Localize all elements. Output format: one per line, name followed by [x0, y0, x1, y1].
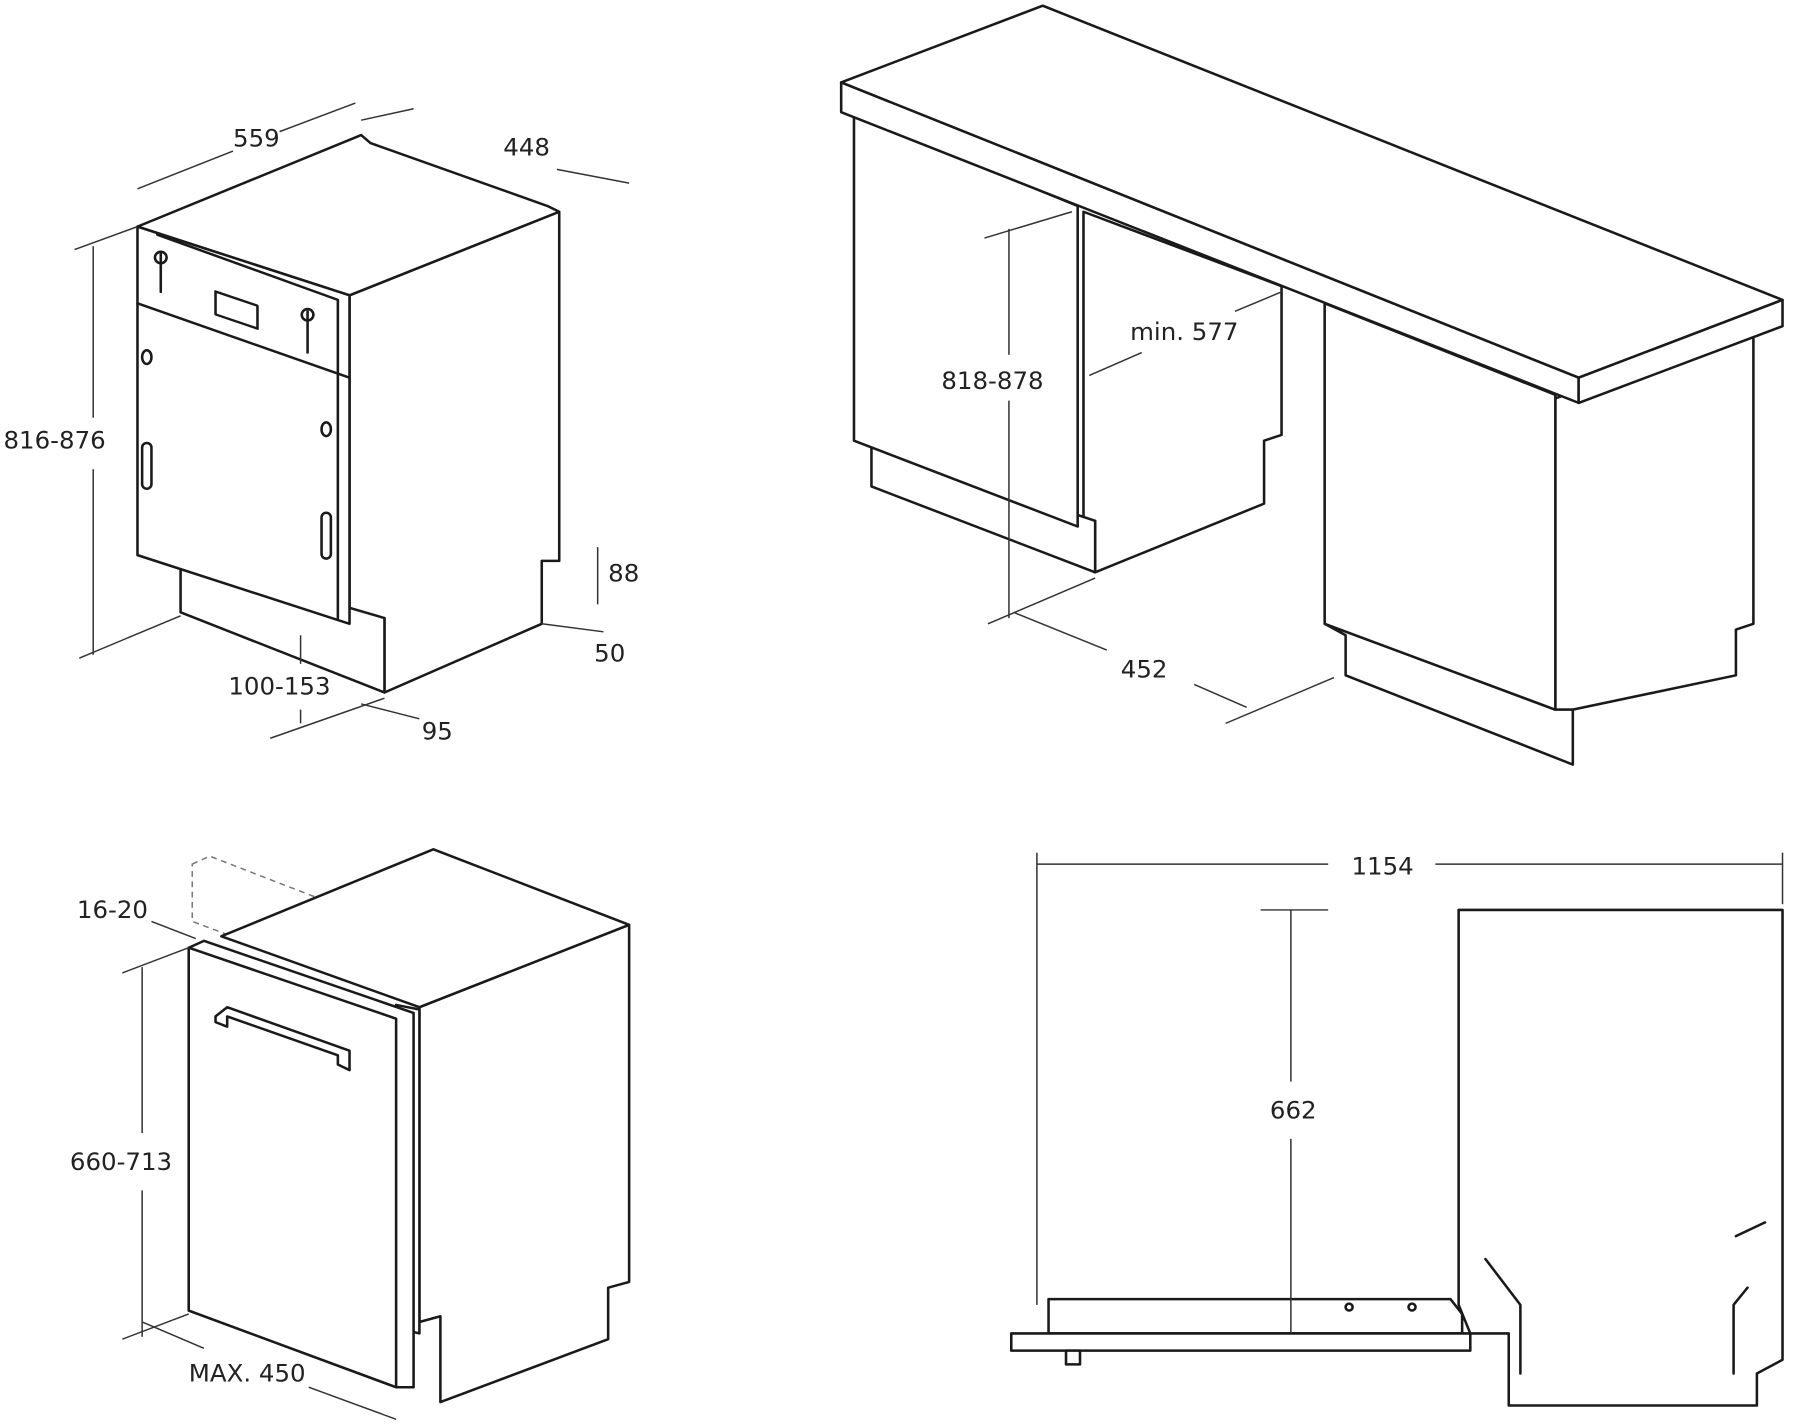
height-label: 816-876 — [3, 426, 105, 455]
panel-thickness-label: 16-20 — [77, 895, 148, 924]
width-label: 559 — [233, 124, 280, 153]
depth-label: 448 — [503, 133, 550, 162]
niche-height-label: 818-878 — [941, 366, 1043, 395]
dishwasher-front-iso-view: 559 448 816-876 88 50 100-153 95 — [3, 102, 639, 746]
panel-iso-view: 16-20 660-713 MAX. 450 — [70, 848, 631, 1420]
panel-height-label: 660-713 — [70, 1147, 172, 1176]
plinth-height-label: 88 — [608, 559, 639, 588]
panel-width-label: MAX. 450 — [189, 1359, 306, 1388]
tub-height-label: 662 — [1270, 1095, 1317, 1124]
niche-width-label: min. 577 — [1130, 317, 1238, 346]
plinth-depth-label: 50 — [594, 639, 625, 668]
door-gap-label: 100-153 — [228, 672, 330, 701]
installation-view: min. 577 818-878 452 — [839, 4, 1784, 766]
side-open-view: 1154 662 — [1009, 852, 1784, 1407]
open-length-label: 1154 — [1351, 852, 1413, 881]
installation-depth-label: 452 — [1121, 655, 1168, 684]
toe-label: 95 — [422, 717, 453, 746]
